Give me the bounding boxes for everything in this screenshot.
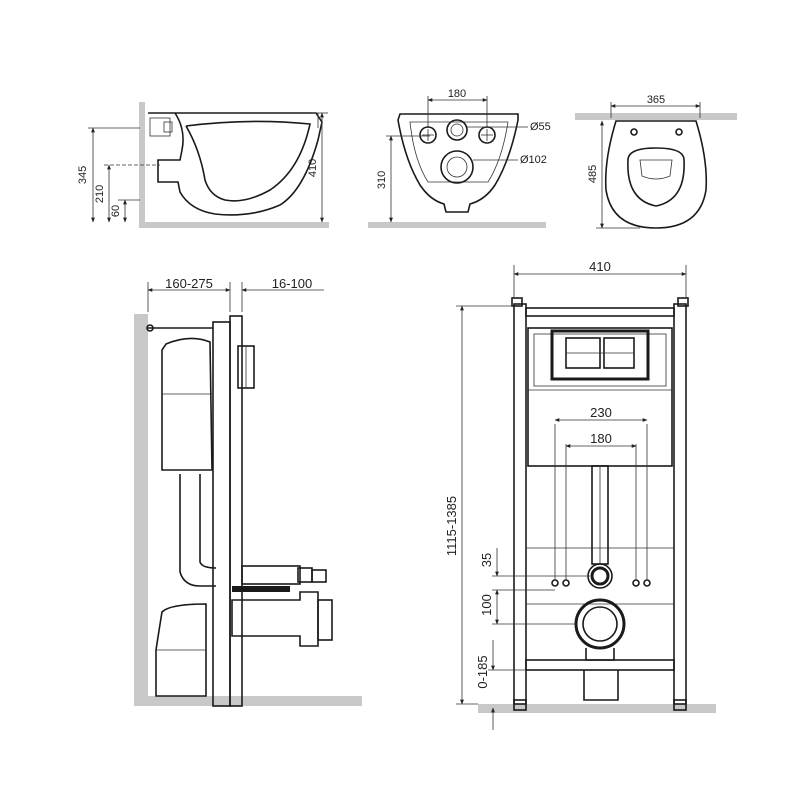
frame-right-foot xyxy=(673,699,687,711)
flush-plate xyxy=(550,329,650,381)
drain-pipe-end xyxy=(317,599,333,641)
toilet-bowl-outline xyxy=(148,112,323,216)
wall-line xyxy=(575,113,737,120)
frame-front-view: 410 230 180 1115-1385 35 100 0-185 xyxy=(444,259,716,730)
frame-bracket xyxy=(212,321,231,707)
frame-bottom-rail xyxy=(525,659,675,671)
toilet-bowl-inner xyxy=(185,120,311,202)
bowl-mount-bolt xyxy=(163,121,173,133)
dim-label-d55: Ø55 xyxy=(530,121,551,133)
stud-2 xyxy=(562,579,570,587)
water-inlet-end xyxy=(311,569,327,583)
hole-55-inner xyxy=(450,123,464,137)
frame-side-view: 160-275 16-100 xyxy=(134,276,362,707)
water-inlet-pipe xyxy=(241,565,301,585)
wall-anchor-bolt xyxy=(146,324,154,332)
dim-label-0-185: 0-185 xyxy=(475,655,490,688)
cistern-body xyxy=(161,337,213,471)
dim-label-1115-1385: 1115-1385 xyxy=(444,496,459,556)
toilet-top-bowl xyxy=(639,159,673,180)
floor-line xyxy=(139,222,329,228)
dim-label-230: 230 xyxy=(590,405,612,420)
water-inlet-port xyxy=(590,566,610,586)
toilet-top-seat xyxy=(627,147,685,207)
toilet-back-inner xyxy=(409,121,509,183)
frame-right-cap xyxy=(677,297,689,307)
drain-pipe xyxy=(231,591,319,647)
dim-label-410: 410 xyxy=(307,159,319,177)
wall-section xyxy=(134,314,148,706)
hole-102-outer xyxy=(440,150,474,184)
frame-right-upright xyxy=(673,303,687,705)
drain-elbow xyxy=(155,603,207,697)
dim-label-100: 100 xyxy=(479,594,494,616)
hole-102-inner xyxy=(446,156,468,178)
dim-label-485: 485 xyxy=(587,165,599,183)
stud-4 xyxy=(643,579,651,587)
frame-left-foot xyxy=(513,699,527,711)
frame-column xyxy=(229,315,243,707)
flush-pipe xyxy=(179,474,217,587)
wall-line xyxy=(139,102,145,226)
dim-label-160-275: 160-275 xyxy=(165,276,213,291)
toilet-top-view: 365 485 xyxy=(575,94,737,229)
frame-left-upright xyxy=(513,303,527,705)
frame-top-rail xyxy=(525,307,675,317)
floor-section xyxy=(134,696,362,706)
toilet-back-outline xyxy=(397,113,519,213)
cistern-service-opening xyxy=(533,333,667,387)
dim-label-180: 180 xyxy=(590,431,612,446)
dim-label-410: 410 xyxy=(589,259,611,274)
seat-hinge-left xyxy=(630,128,638,136)
hole-55-outer xyxy=(446,119,468,141)
dim-label-310: 310 xyxy=(376,171,388,189)
stud-3 xyxy=(632,579,640,587)
floor-line xyxy=(368,222,546,228)
dim-label-345: 345 xyxy=(77,166,89,184)
drain-neck xyxy=(585,648,615,661)
mounting-rail xyxy=(232,586,290,592)
stud-1 xyxy=(551,579,559,587)
dim-label-210: 210 xyxy=(94,185,106,203)
frame-left-cap xyxy=(511,297,523,307)
toilet-back-view: 180 310 Ø55 Ø102 xyxy=(368,88,551,228)
seat-hinge-right xyxy=(675,128,683,136)
dim-label-180: 180 xyxy=(448,88,466,100)
dim-label-365: 365 xyxy=(647,94,665,106)
bowl-mount-block xyxy=(149,117,171,137)
toilet-top-outline xyxy=(604,120,708,229)
drain-outlet xyxy=(583,670,619,701)
dim-label-60: 60 xyxy=(110,205,122,217)
dim-label-16-100: 16-100 xyxy=(272,276,312,291)
floor-line xyxy=(478,704,716,713)
dim-label-d102: Ø102 xyxy=(520,154,547,166)
dim-label-35: 35 xyxy=(479,553,494,567)
toilet-side-view: 345 210 60 410 xyxy=(77,102,329,228)
drain-inner xyxy=(582,606,618,642)
